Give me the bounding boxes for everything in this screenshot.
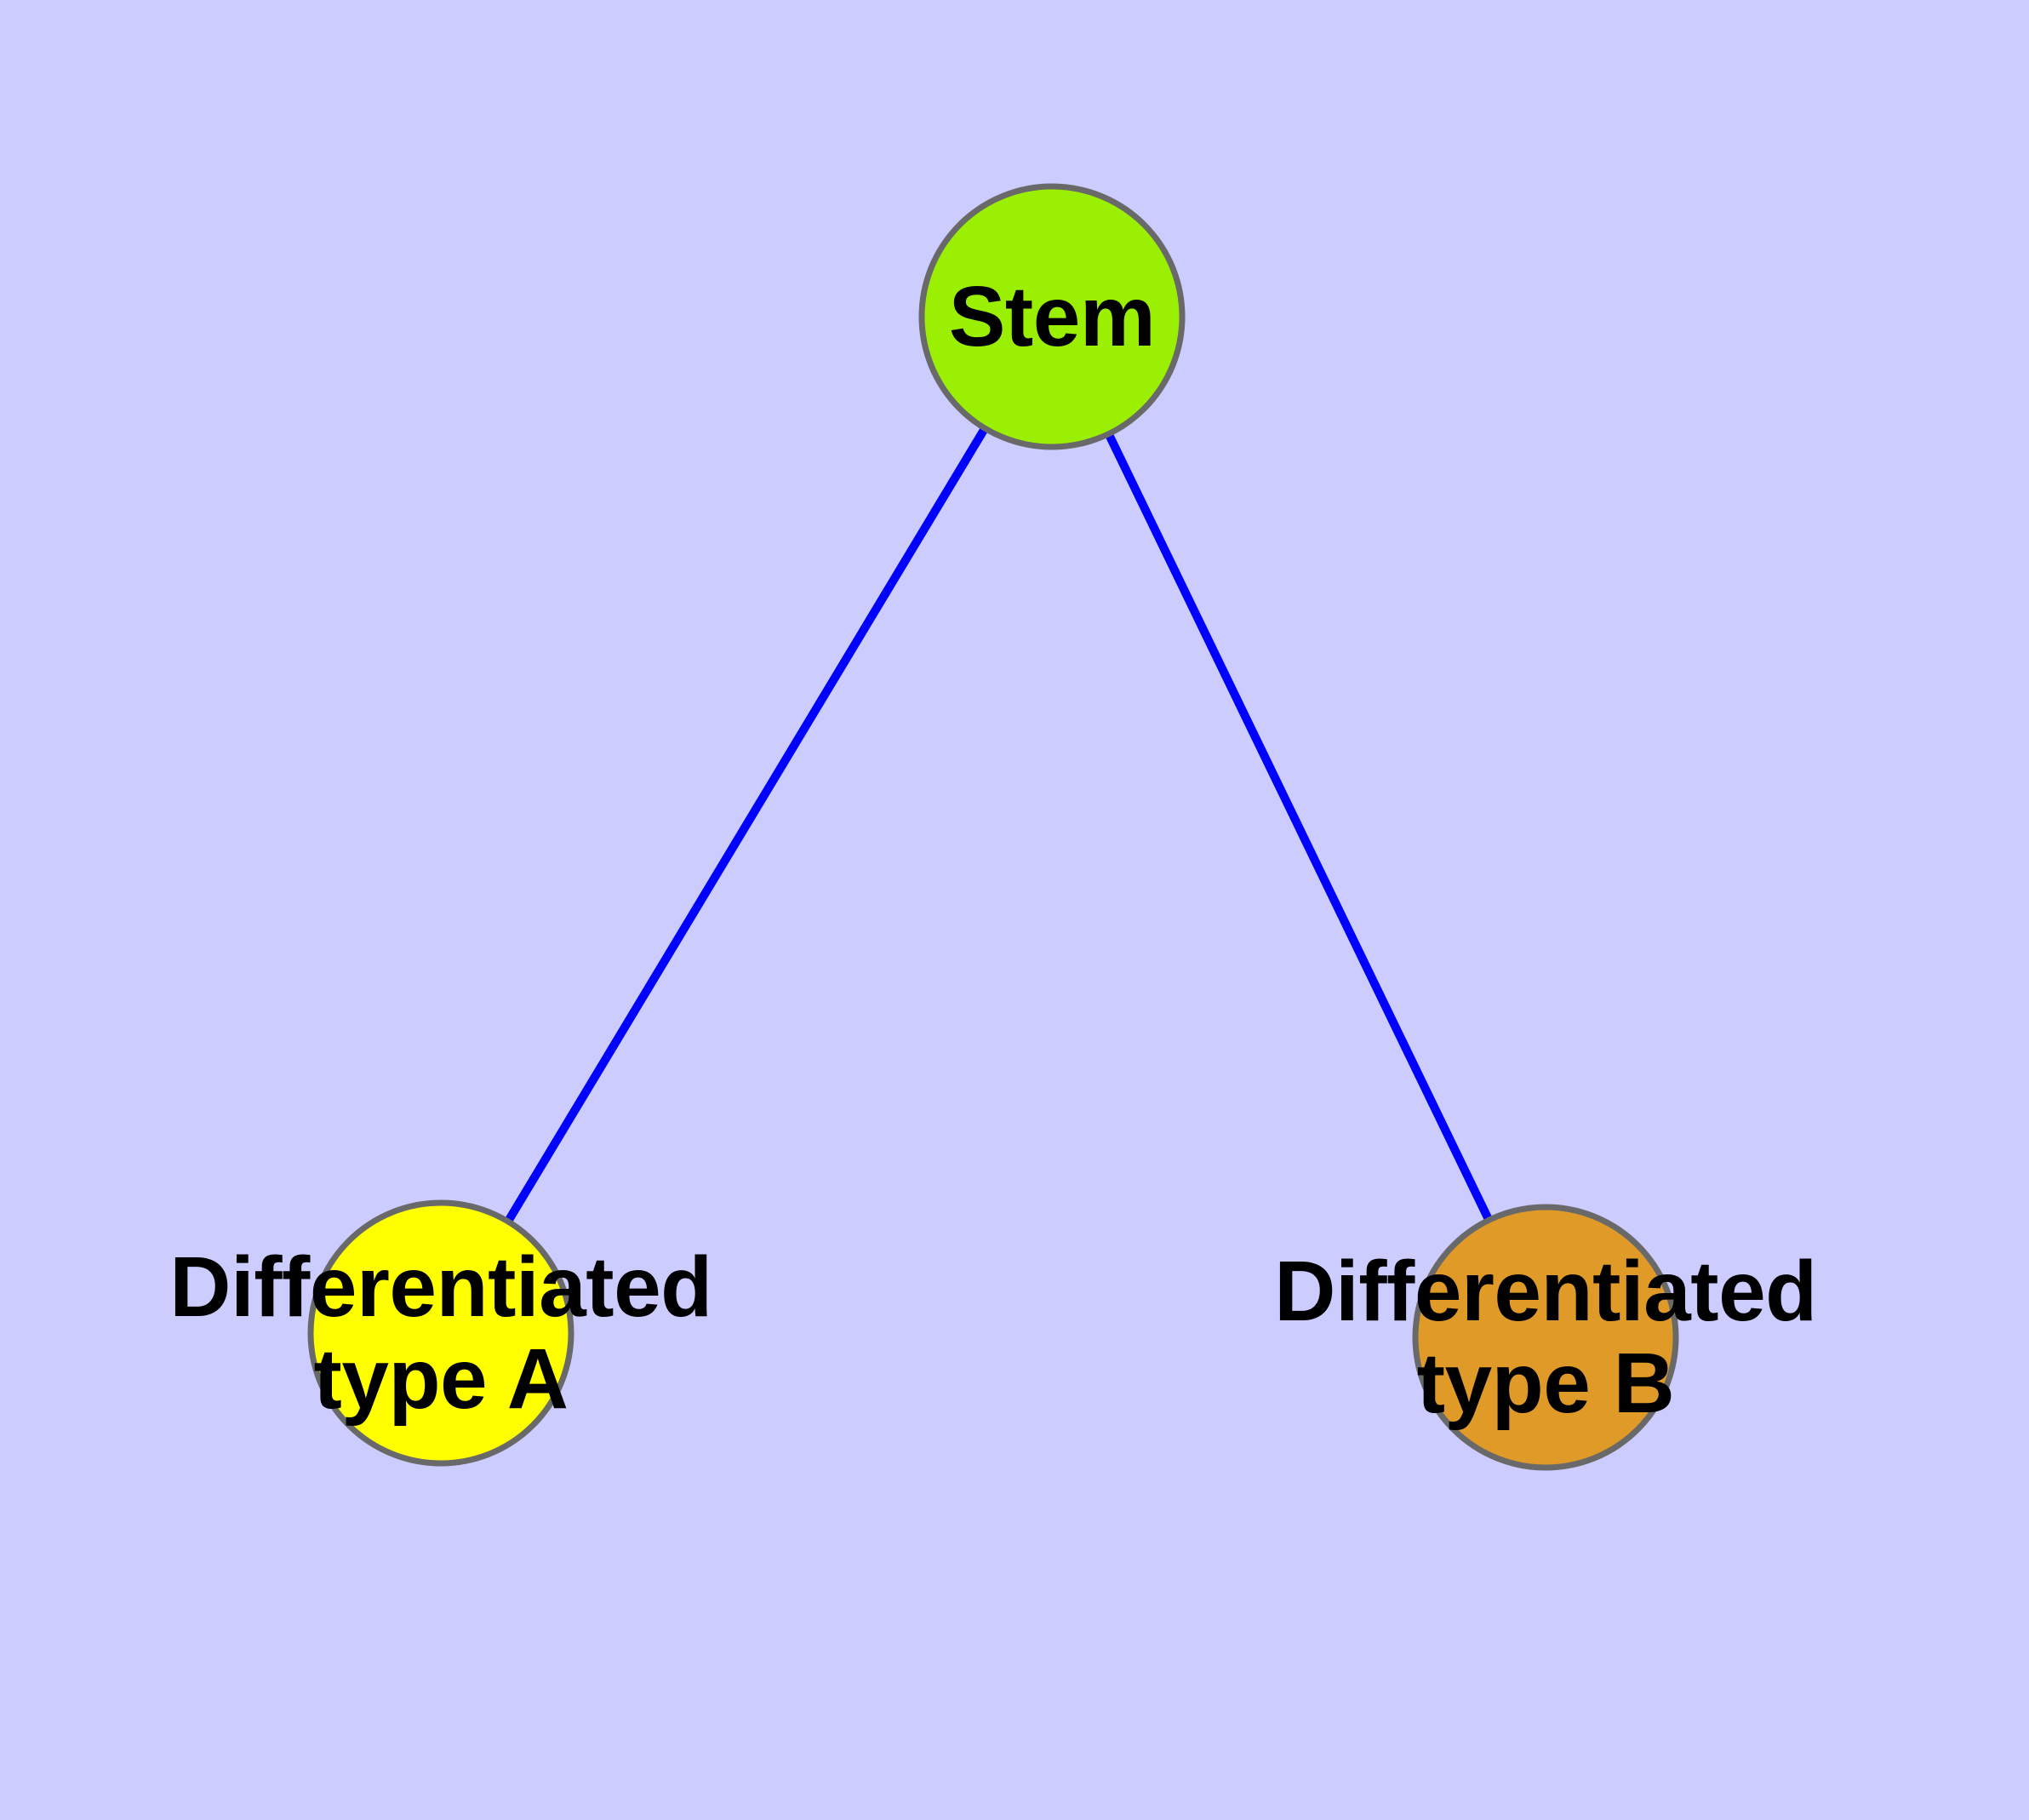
edge-stem-to-b[interactable]: [1105, 433, 1493, 1221]
node-stem[interactable]: [918, 183, 1186, 450]
node-diff-a[interactable]: [307, 1199, 574, 1467]
edge-stem-to-a[interactable]: [505, 427, 988, 1222]
node-diff-b[interactable]: [1412, 1204, 1679, 1471]
nodes-layer: [307, 183, 1679, 1471]
edges-layer: [505, 427, 1493, 1222]
